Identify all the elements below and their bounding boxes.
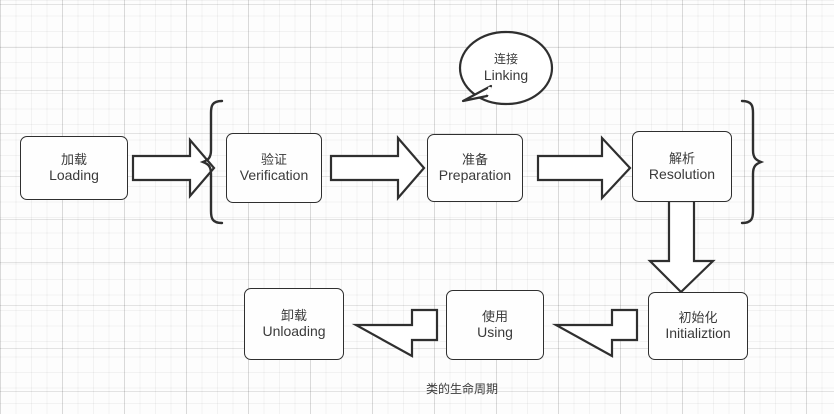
linking-callout-tail-mask <box>486 86 492 96</box>
node-resolution-en: Resolution <box>648 165 716 182</box>
node-loading[interactable]: 加载 Loading <box>20 136 128 200</box>
linking-brace-right <box>740 99 765 225</box>
arrow-resolution-to-initialization <box>647 199 716 294</box>
linking-brace-left <box>199 99 224 225</box>
arrow-loading-to-verification <box>131 137 216 199</box>
diagram-caption: 类的生命周期 <box>426 382 499 396</box>
arrow-preparation-to-resolution <box>536 135 632 201</box>
arrow-verification-to-preparation <box>329 135 426 201</box>
node-preparation[interactable]: 准备 Preparation <box>427 134 523 202</box>
arrow-initialization-to-using <box>551 308 639 358</box>
arrow-using-to-unloading <box>351 308 439 358</box>
node-resolution[interactable]: 解析 Resolution <box>632 131 732 202</box>
node-unloading[interactable]: 卸载 Unloading <box>244 288 344 360</box>
node-initialization-cn: 初始化 <box>678 310 718 326</box>
node-using-cn: 使用 <box>481 309 508 325</box>
node-verification[interactable]: 验证 Verification <box>226 133 322 203</box>
node-initialization-en: Initializtion <box>665 325 731 342</box>
node-resolution-cn: 解析 <box>668 150 695 166</box>
node-verification-cn: 验证 <box>260 152 287 168</box>
node-initialization[interactable]: 初始化 Initializtion <box>648 292 748 360</box>
linking-callout-bubble <box>458 30 554 106</box>
node-unloading-cn: 卸载 <box>280 308 307 324</box>
node-loading-en: Loading <box>49 167 99 184</box>
node-unloading-en: Unloading <box>262 323 326 340</box>
node-preparation-cn: 准备 <box>461 152 488 168</box>
node-preparation-en: Preparation <box>438 167 512 184</box>
node-using-en: Using <box>477 324 513 341</box>
node-using[interactable]: 使用 Using <box>446 290 544 360</box>
node-verification-en: Verification <box>239 167 309 184</box>
node-loading-cn: 加载 <box>60 152 87 168</box>
